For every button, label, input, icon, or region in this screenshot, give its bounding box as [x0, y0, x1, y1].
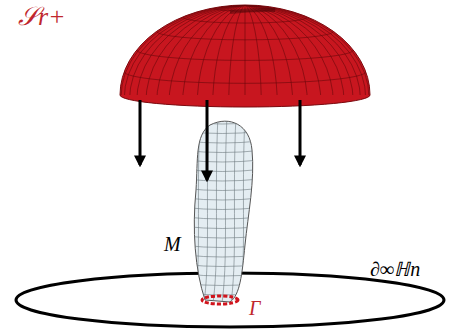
- gamma-curve: [202, 296, 238, 304]
- surface-m: [185, 115, 260, 310]
- curve-label: Γ: [249, 298, 260, 318]
- boundary-label: ∂∞ℍn: [370, 259, 420, 279]
- surface-label: 𝒮r+: [18, 4, 66, 30]
- surface-label: M: [164, 234, 181, 254]
- arrows: [140, 100, 300, 180]
- hemisphere: [120, 5, 370, 107]
